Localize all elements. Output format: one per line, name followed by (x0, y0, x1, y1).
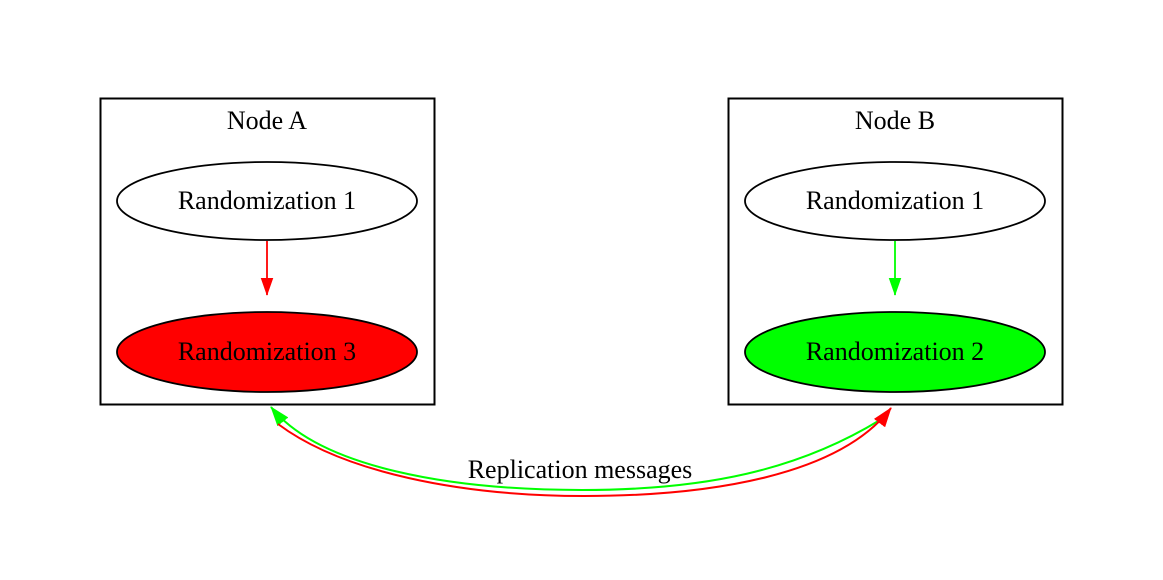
node-b-randomization-1-ellipse (744, 161, 1046, 241)
cluster-node-a: Node A Randomization 1 Randomization 3 (99, 97, 436, 406)
replication-edges: Replication messages (270, 406, 892, 498)
node-a-title: Node A (227, 106, 307, 135)
replication-edge-to-node-a (270, 406, 881, 492)
replication-messages-label: Replication messages (468, 455, 693, 484)
node-a-randomization-3-ellipse (116, 311, 418, 393)
node-b-randomization-2-ellipse (744, 311, 1046, 393)
node-a-randomization-3-label: Randomization 3 (178, 337, 356, 366)
node-a-randomization-1-label: Randomization 1 (178, 186, 356, 215)
cluster-node-b: Node B Randomization 1 Randomization 2 (727, 97, 1064, 406)
node-b-title: Node B (855, 106, 935, 135)
node-b-randomization-1-label: Randomization 1 (806, 186, 984, 215)
node-a-randomization-1-ellipse (116, 161, 418, 241)
node-b-randomization-2-label: Randomization 2 (806, 337, 984, 366)
replication-edge-to-node-b (277, 407, 892, 498)
